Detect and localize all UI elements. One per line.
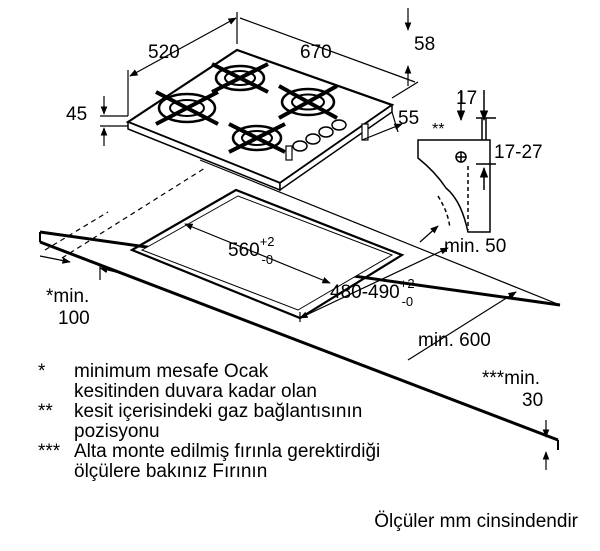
gas-connection-marker: ** — [432, 121, 444, 138]
mounting-clip-detail — [417, 90, 496, 233]
dim-clip-width-label: 17 — [456, 88, 477, 109]
burner-back-right — [278, 84, 338, 120]
dim-min-front-label: min. 600 — [418, 330, 491, 351]
burner-front-right — [228, 122, 286, 154]
note-mark: ** — [38, 401, 53, 422]
dim-cutout-width-label: 560+2-0 — [228, 234, 275, 267]
control-knobs — [292, 119, 347, 152]
dim-min-back-label: min. 50 — [444, 236, 506, 257]
dim-min-side-label: *min.100 — [46, 286, 90, 329]
note-item: *** Alta monte edilmiş fırınla gerektird… — [38, 442, 488, 482]
burner-front-left — [155, 90, 219, 126]
dim-clip-range-label: 17-27 — [494, 142, 543, 163]
dashed-guides — [44, 167, 206, 259]
note-mark: * — [38, 361, 46, 382]
dim-cutout-depth-label: 480-490+2-0 — [330, 276, 415, 309]
dim-min-below-label: ***min.30 — [482, 368, 543, 411]
dim-side-depth-label: 55 — [398, 108, 419, 129]
note-mark: *** — [38, 441, 61, 462]
units-note: Ölçüler mm cinsindendir — [374, 511, 578, 532]
dimension-lines — [39, 8, 550, 470]
dim-depth-label: 670 — [300, 42, 332, 63]
burner-back-left — [211, 62, 269, 94]
dim-top-label: 58 — [414, 34, 435, 55]
dim-width-label: 520 — [148, 42, 180, 63]
dim-height-label: 45 — [66, 104, 87, 125]
